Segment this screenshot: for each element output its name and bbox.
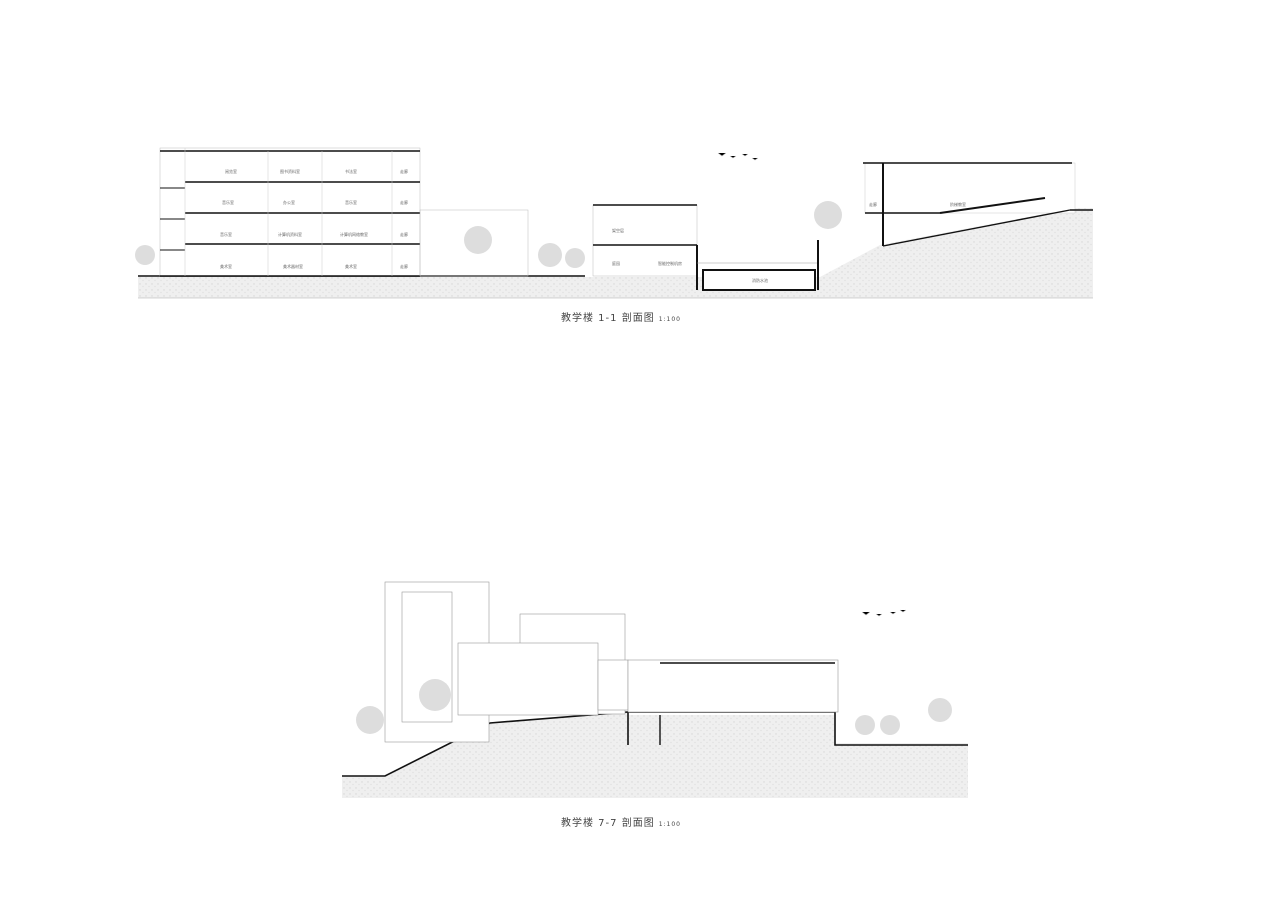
background-building	[419, 209, 529, 277]
teaching-building	[159, 147, 421, 277]
room-label: 阶梯教室	[950, 201, 966, 207]
ground-soil	[342, 712, 968, 798]
birds	[717, 152, 759, 161]
room-label: 图书资料室	[280, 168, 300, 174]
room-label: 消防水池	[752, 277, 768, 283]
room-label: 走廊	[400, 263, 408, 269]
room-label: 美术室	[345, 263, 357, 269]
room-label: 走廊	[400, 231, 408, 237]
section-2-scale: 1:100	[658, 821, 681, 828]
trees	[135, 201, 842, 268]
section-1-1	[135, 147, 1093, 299]
room-label: 架空层	[612, 227, 624, 233]
room-label: 走廊	[400, 199, 408, 205]
trees	[356, 679, 952, 735]
section-1-title: 教学楼 1-1 剖面图	[561, 313, 655, 324]
room-label: 音乐室	[220, 231, 232, 237]
room-label: 美术室	[220, 263, 232, 269]
ground-slope	[820, 208, 1093, 298]
garage-block	[592, 204, 819, 291]
section-1-scale: 1:100	[658, 316, 681, 323]
room-label: 音乐室	[222, 199, 234, 205]
section-2-title: 教学楼 7-7 剖面图	[561, 818, 655, 829]
room-label: 智能控制机房	[658, 260, 682, 266]
room-label: 走廊	[400, 168, 408, 174]
building-elevation	[384, 581, 839, 743]
room-label: 美术器材室	[283, 263, 303, 269]
ground-line	[342, 711, 629, 777]
room-label: 庭园	[612, 260, 620, 266]
birds	[861, 609, 907, 617]
section-7-7	[342, 581, 968, 798]
room-labels: 阅览室 图书资料室 书法室 走廊 音乐室 办公室 音乐室 走廊 音乐室 计算机资…	[220, 168, 966, 283]
room-label: 走廊	[869, 201, 877, 207]
lecture-hall	[863, 162, 1093, 247]
room-label: 计算机网络教室	[340, 231, 368, 237]
room-label: 音乐室	[345, 199, 357, 205]
room-label: 办公室	[283, 199, 295, 205]
room-label: 书法室	[345, 168, 357, 174]
room-label: 计算机资料室	[278, 231, 302, 237]
room-label: 阅览室	[225, 168, 237, 174]
